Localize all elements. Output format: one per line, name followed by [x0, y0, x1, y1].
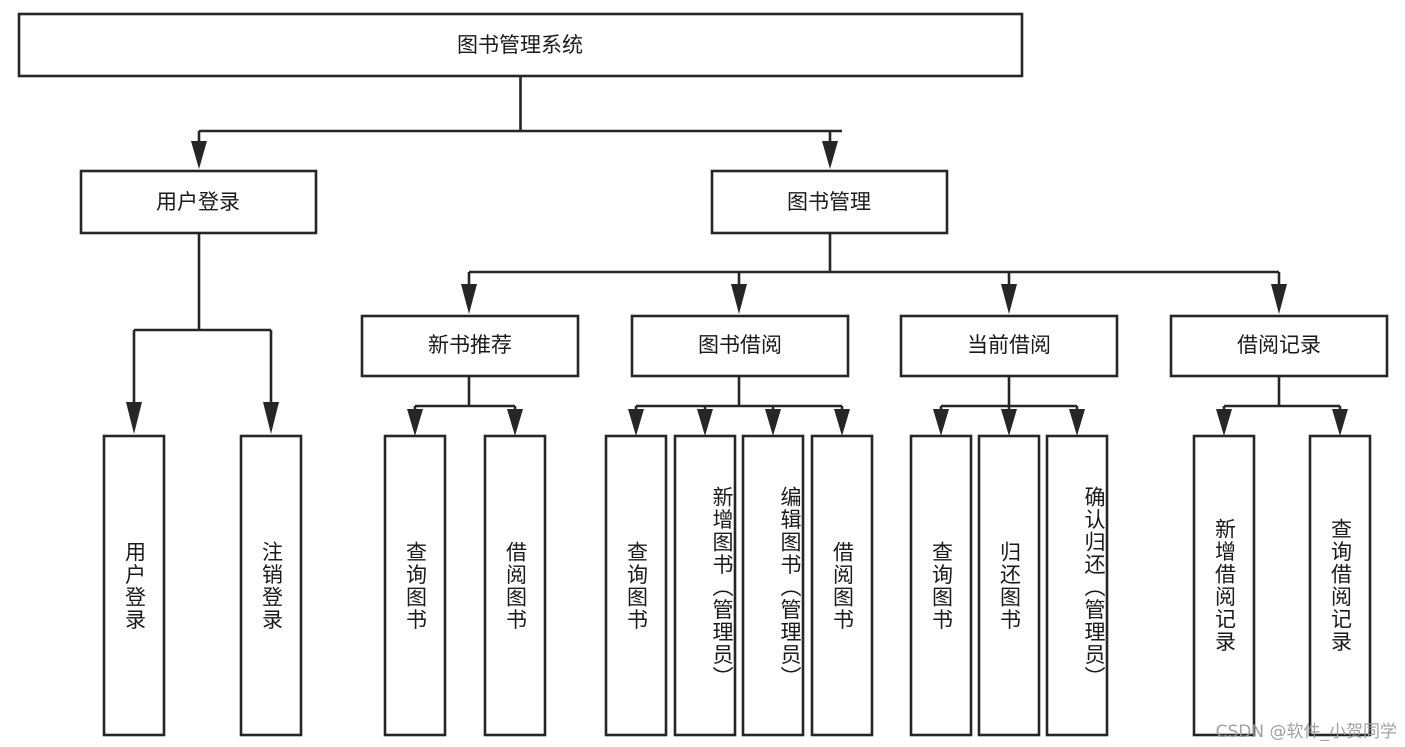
node-borrow-record-box[interactable] — [1169, 314, 1389, 378]
node-user-login-label: 用户登录 — [156, 190, 240, 214]
arrow-head-leaf-logout-login — [263, 402, 279, 434]
arrow-head-leaf-borrow-book-2 — [834, 409, 850, 436]
connector-group-book-management — [461, 233, 1287, 314]
node-leaf-query-book-1-box[interactable] — [383, 434, 447, 737]
node-borrow-record-label: 借阅记录 — [1237, 333, 1321, 357]
node-new-book-recommend[interactable]: 新书推荐 — [360, 314, 580, 378]
arrow-head-leaf-confirm-return — [1069, 409, 1085, 436]
arrow-head-leaf-query-record — [1332, 409, 1348, 436]
arrow-head-leaf-query-book-2 — [628, 409, 644, 436]
node-leaf-return-book-box[interactable] — [977, 434, 1041, 737]
node-new-book-recommend-label: 新书推荐 — [428, 333, 512, 357]
node-user-login[interactable]: 用户登录 — [79, 169, 318, 235]
node-current-borrow-box[interactable] — [899, 314, 1119, 378]
node-leaf-query-book-2-box[interactable] — [604, 434, 668, 737]
node-leaf-query-record-box[interactable] — [1308, 434, 1372, 737]
connector-group-user-login — [126, 233, 279, 434]
node-root[interactable]: 图书管理系统 — [17, 12, 1024, 78]
arrow-head-leaf-query-book-3 — [933, 409, 949, 436]
node-user-login-box[interactable] — [79, 169, 318, 235]
connector-group-book-borrow — [628, 376, 850, 436]
arrow-head-book-borrow — [731, 284, 747, 314]
arrow-head-borrow-record — [1271, 284, 1287, 314]
node-book-borrow[interactable]: 图书借阅 — [630, 314, 850, 378]
arrow-head-leaf-query-book-1 — [407, 409, 423, 436]
node-leaf-add-book-box[interactable] — [673, 434, 737, 737]
node-leaf-borrow-book-1-box[interactable] — [483, 434, 547, 737]
node-book-management-label: 图书管理 — [787, 190, 871, 214]
node-leaf-borrow-book-2-box[interactable] — [810, 434, 874, 737]
arrow-head-book-management — [822, 141, 838, 169]
node-book-borrow-label: 图书借阅 — [698, 333, 782, 357]
node-current-borrow-label: 当前借阅 — [967, 333, 1051, 357]
arrow-head-user-login — [191, 141, 207, 169]
node-leaf-user-login-box[interactable] — [102, 434, 166, 737]
node-new-book-recommend-box[interactable] — [360, 314, 580, 378]
node-leaf-logout-login-box[interactable] — [239, 434, 303, 737]
node-leaf-edit-book-box[interactable] — [741, 434, 805, 737]
node-leaf-confirm-return-box[interactable] — [1045, 434, 1109, 737]
arrow-head-leaf-edit-book — [765, 409, 781, 436]
node-current-borrow[interactable]: 当前借阅 — [899, 314, 1119, 378]
connector-group-current-borrow — [933, 376, 1085, 436]
node-book-borrow-box[interactable] — [630, 314, 850, 378]
node-book-management[interactable]: 图书管理 — [710, 169, 949, 235]
arrow-head-leaf-return-book — [1001, 409, 1017, 436]
node-root-box[interactable] — [17, 12, 1024, 78]
arrow-head-leaf-borrow-book-1 — [507, 409, 523, 436]
arrow-head-leaf-add-book — [697, 409, 713, 436]
node-leaf-query-book-3-box[interactable] — [909, 434, 973, 737]
connector-group-new-book-recommend — [407, 376, 523, 436]
arrow-head-current-borrow — [1001, 284, 1017, 314]
connector-group-borrow-record — [1216, 376, 1348, 436]
connector-group-root — [191, 76, 842, 169]
node-book-management-box[interactable] — [710, 169, 949, 235]
arrow-head-leaf-user-login — [126, 402, 142, 434]
node-leaf-add-record-box[interactable] — [1192, 434, 1256, 737]
arrow-head-leaf-add-record — [1216, 409, 1232, 436]
node-borrow-record[interactable]: 借阅记录 — [1169, 314, 1389, 378]
node-root-label: 图书管理系统 — [457, 33, 583, 57]
arrow-head-new-book-recommend — [461, 284, 477, 314]
